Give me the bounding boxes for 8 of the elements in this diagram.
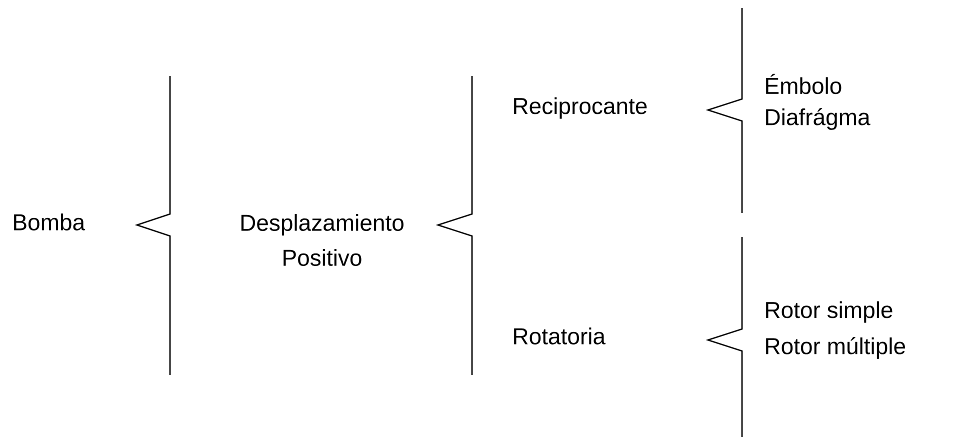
label: Émbolo: [766, 74, 842, 94]
label: Diafrágma: [766, 108, 870, 130]
label: Desplazamiento Positivo: [241, 214, 404, 266]
label: Reciprocante: [514, 97, 647, 119]
label: Bomba: [14, 214, 86, 230]
label: Rotor simple: [766, 301, 892, 323]
label: Rotor múltiple: [766, 337, 906, 359]
label: Rotatoria: [514, 328, 606, 344]
